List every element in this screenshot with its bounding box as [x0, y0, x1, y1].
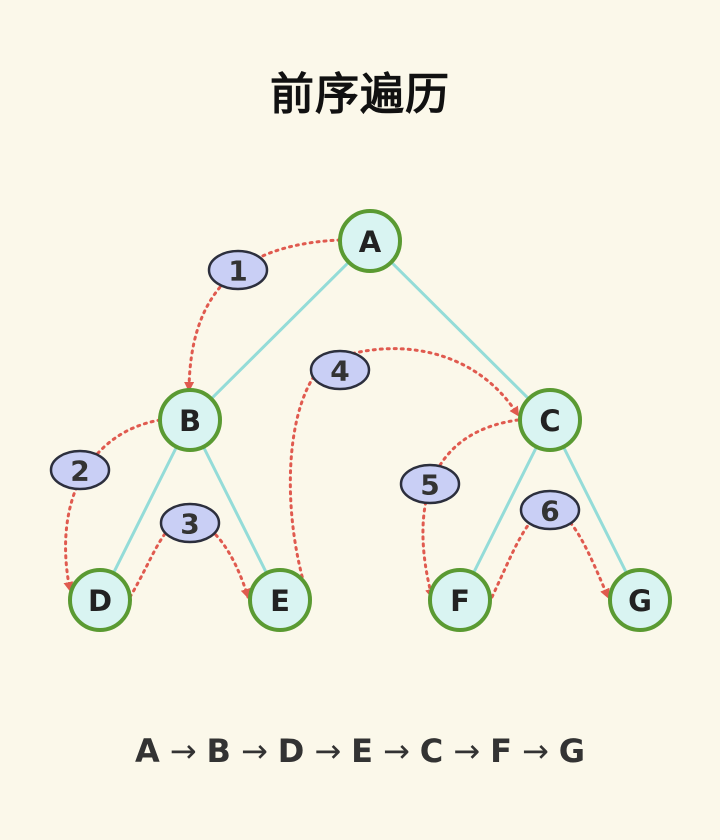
- node-label: F: [450, 584, 470, 618]
- node-label: E: [270, 584, 290, 618]
- sequence-item: G: [558, 732, 586, 770]
- step-badge-shape: [399, 463, 461, 505]
- tree-edges: [98, 239, 642, 601]
- node-circle: [158, 388, 222, 452]
- tree-node-d: D: [68, 568, 132, 632]
- tree-node-a: A: [338, 209, 402, 273]
- step-number: 6: [540, 495, 559, 528]
- step-badge-shape: [309, 349, 371, 391]
- sequence-arrow: →: [169, 732, 197, 770]
- step-badge-shape: [159, 502, 221, 544]
- sequence-arrow: →: [521, 732, 549, 770]
- sequence-item: E: [351, 732, 373, 770]
- node-circle: [248, 568, 312, 632]
- tree-edge-b-d: [98, 419, 192, 601]
- node-circle: [518, 388, 582, 452]
- step-badges: 1 2 3 4 5 6: [49, 249, 581, 544]
- step-badge-4: 4: [309, 349, 371, 391]
- step-badge-2: 2: [49, 449, 111, 491]
- sequence-item: F: [490, 732, 512, 770]
- node-label: C: [539, 404, 560, 438]
- step-badge-shape: [519, 489, 581, 531]
- sequence-item: A: [134, 732, 160, 770]
- step-number: 1: [228, 255, 247, 288]
- tree-nodes: A B C D E F G: [68, 209, 672, 632]
- node-circle: [428, 568, 492, 632]
- sequence-arrow: →: [240, 732, 268, 770]
- sequence-item: B: [206, 732, 231, 770]
- node-circle: [608, 568, 672, 632]
- tree-edge-c-f: [458, 419, 552, 601]
- node-label: G: [628, 584, 652, 618]
- step-number: 3: [180, 508, 199, 541]
- sequence-arrow: →: [382, 732, 410, 770]
- step-badge-5: 5: [399, 463, 461, 505]
- step-number: 5: [420, 469, 439, 502]
- step-badge-3: 3: [159, 502, 221, 544]
- node-label: D: [88, 584, 112, 618]
- sequence-arrow: →: [453, 732, 481, 770]
- tree-node-f: F: [428, 568, 492, 632]
- step-badge-6: 6: [519, 489, 581, 531]
- step-badge-1: 1: [207, 249, 269, 291]
- sequence-item: C: [419, 732, 444, 770]
- tree-node-c: C: [518, 388, 582, 452]
- tree-node-g: G: [608, 568, 672, 632]
- step-badge-shape: [49, 449, 111, 491]
- tree-edge-a-c: [368, 239, 552, 422]
- tree-edge-c-g: [548, 419, 642, 601]
- node-label: B: [179, 404, 201, 438]
- tree-node-b: B: [158, 388, 222, 452]
- traversal-sequence: A→B→D→E→C→F→G: [0, 732, 720, 770]
- node-circle: [338, 209, 402, 273]
- sequence-item: D: [277, 732, 305, 770]
- tree-edge-b-e: [188, 419, 282, 601]
- sequence-arrow: →: [314, 732, 342, 770]
- node-label: A: [359, 225, 382, 259]
- tree-edge-a-b: [188, 239, 372, 422]
- step-number: 4: [330, 355, 349, 388]
- tree-node-e: E: [248, 568, 312, 632]
- diagram-title: 前序遍历: [270, 69, 450, 120]
- step-number: 2: [70, 455, 89, 488]
- node-circle: [68, 568, 132, 632]
- step-badge-shape: [207, 249, 269, 291]
